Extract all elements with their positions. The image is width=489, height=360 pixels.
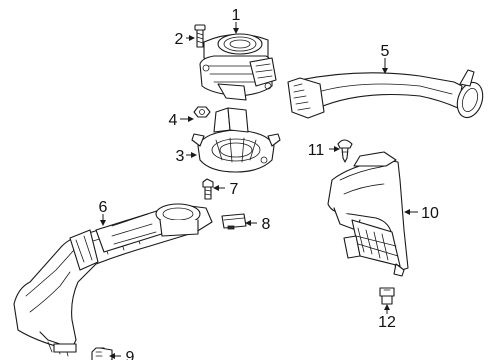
part-11-push-pin	[337, 139, 353, 163]
callout-9: 9	[126, 349, 135, 360]
callout-10: 10	[421, 205, 439, 222]
callout-11: 11	[308, 142, 325, 159]
part-12-clip	[379, 287, 395, 305]
callout-4: 4	[169, 112, 178, 129]
callout-12: 12	[378, 314, 396, 331]
part-8-clip	[221, 213, 247, 230]
leader-lines	[100, 22, 418, 359]
part-3-bracket-housing	[191, 107, 281, 173]
callout-8: 8	[262, 216, 271, 233]
part-6-air-duct	[13, 203, 213, 357]
callout-3: 3	[176, 148, 185, 165]
part-10-air-inlet	[327, 151, 409, 277]
callout-numbers: 1 2 3 4 5 6 7 8 9 10 11 12	[99, 7, 439, 360]
part-1-resonator-housing	[199, 33, 277, 101]
callout-2: 2	[175, 31, 184, 48]
callout-5: 5	[381, 43, 390, 60]
part-7-bolt	[202, 178, 214, 200]
callout-1: 1	[232, 7, 241, 24]
part-9-clip	[91, 347, 113, 360]
part-5-intake-duct	[287, 69, 484, 119]
part-4-nut	[193, 106, 211, 118]
callout-6: 6	[99, 199, 108, 216]
part-2-bolt	[194, 24, 206, 48]
callout-7: 7	[230, 181, 239, 198]
